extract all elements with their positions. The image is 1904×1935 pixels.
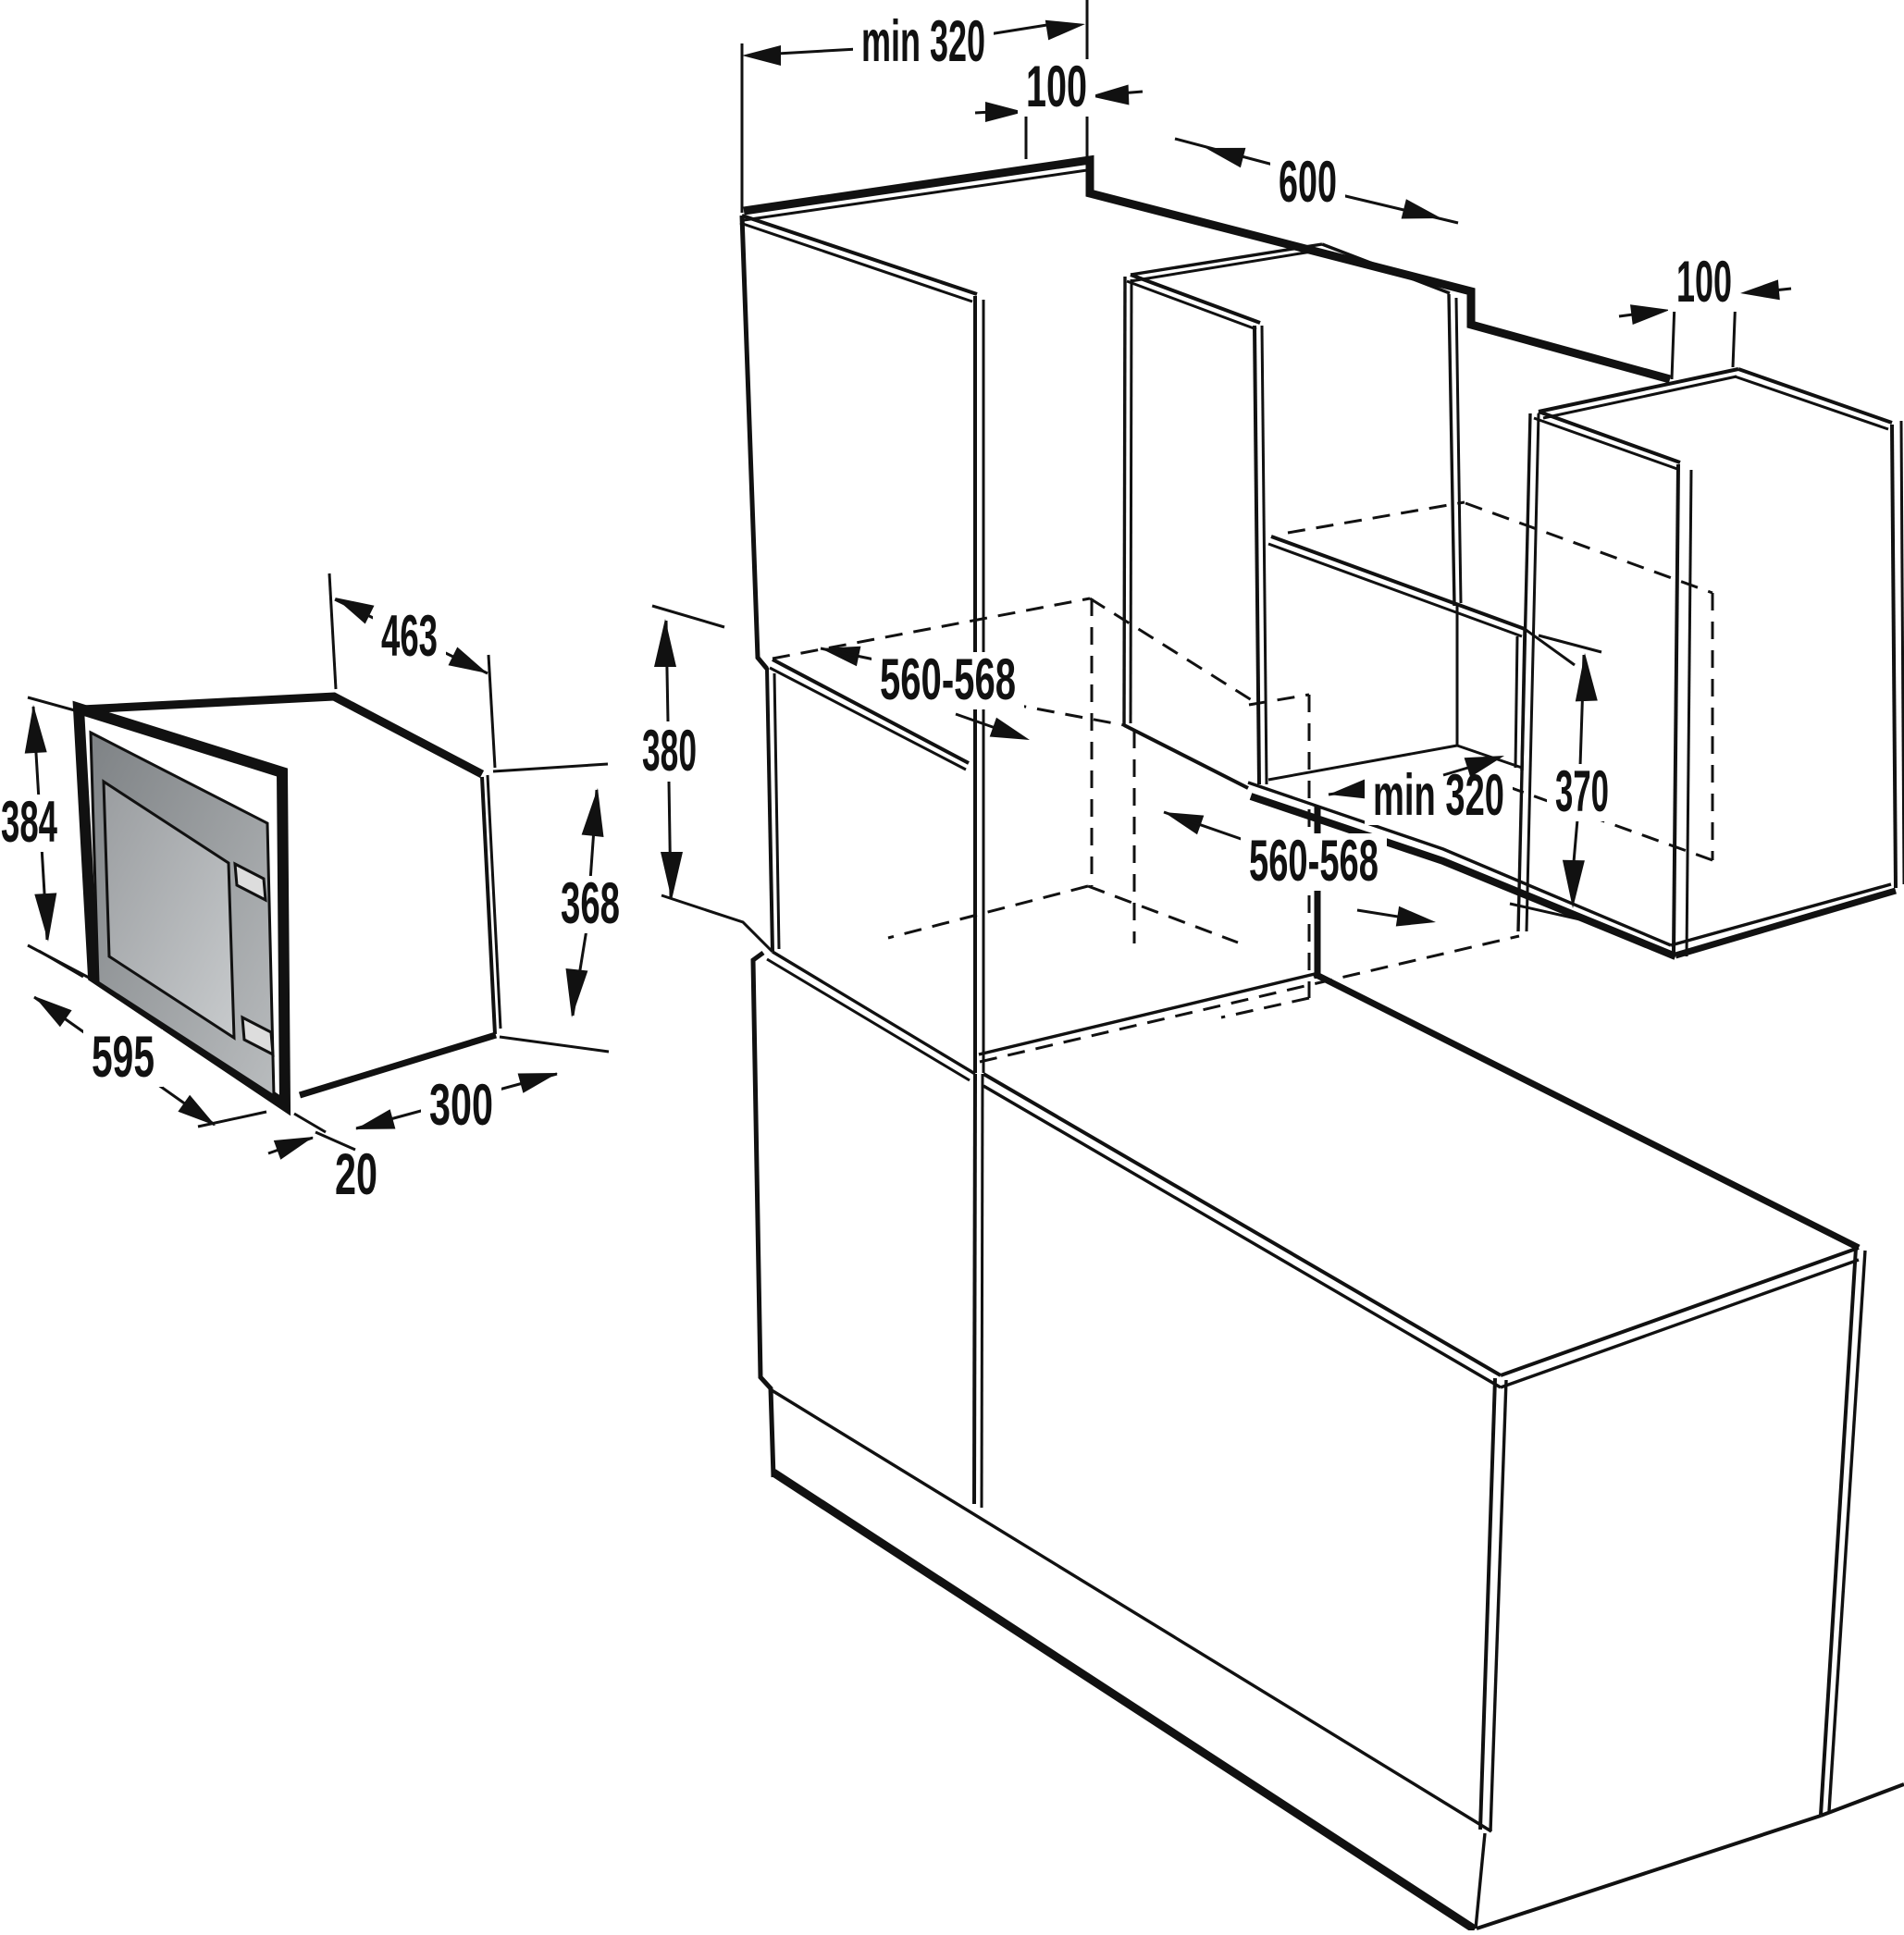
svg-text:380: 380 <box>642 719 697 783</box>
svg-text:20: 20 <box>335 1142 377 1207</box>
svg-text:100: 100 <box>1026 55 1087 119</box>
svg-text:384: 384 <box>1 790 57 855</box>
svg-text:595: 595 <box>92 1025 155 1090</box>
svg-text:600: 600 <box>1279 150 1337 215</box>
svg-text:560-568: 560-568 <box>1249 829 1379 894</box>
svg-text:100: 100 <box>1676 250 1732 314</box>
svg-text:min 320: min 320 <box>1373 763 1504 828</box>
svg-text:560-568: 560-568 <box>880 647 1016 712</box>
svg-text:370: 370 <box>1555 759 1609 824</box>
svg-text:min 320: min 320 <box>861 9 985 74</box>
svg-text:463: 463 <box>381 604 438 669</box>
svg-text:300: 300 <box>429 1073 493 1138</box>
svg-text:368: 368 <box>561 871 620 936</box>
